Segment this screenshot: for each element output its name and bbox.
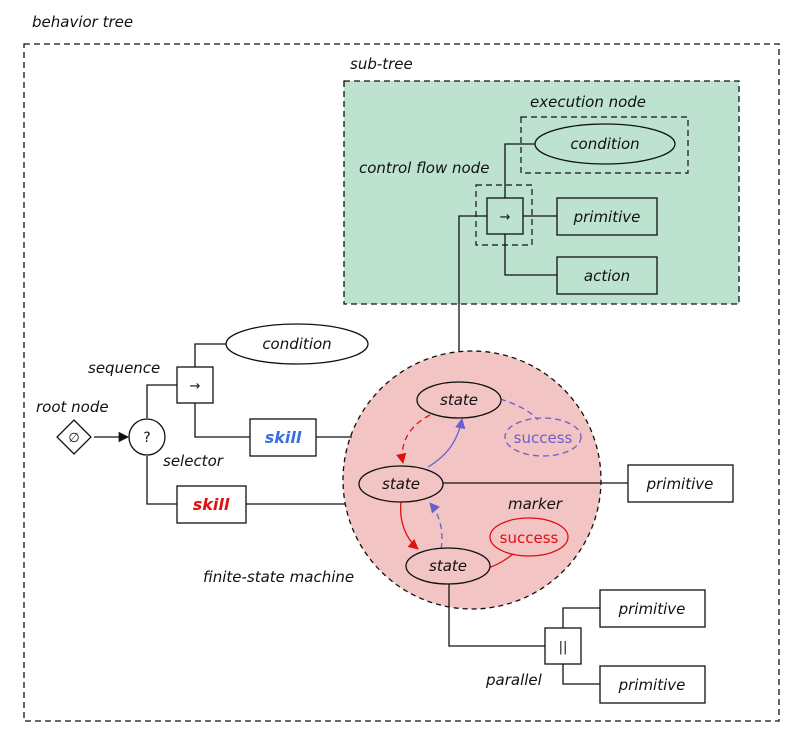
selector-label: selector xyxy=(163,452,224,470)
skill-red-label: skill xyxy=(193,495,230,514)
skill-blue-node xyxy=(249,418,317,457)
transition-bottom-to-mid xyxy=(429,502,443,550)
primitive-parallel-top-node xyxy=(599,589,706,628)
transition-mid-to-bottom xyxy=(399,501,419,550)
success-red-marker xyxy=(489,517,569,557)
execution-node-label: execution node xyxy=(530,93,646,111)
subtree-action-label: action xyxy=(584,267,630,285)
primitive-right-label: primitive xyxy=(646,475,714,493)
selector-symbol: ? xyxy=(143,430,150,446)
transition-top-to-mid xyxy=(396,414,431,465)
subtree-action-node xyxy=(556,256,658,295)
sub-tree-label: sub-tree xyxy=(350,55,413,73)
root-node-label: root node xyxy=(36,398,109,416)
skill-red-node xyxy=(176,485,247,524)
success-red-label: success xyxy=(500,529,559,547)
parallel-node xyxy=(544,627,582,665)
control-flow-node-frame xyxy=(475,184,533,246)
sequence-symbol: → xyxy=(190,379,201,394)
subtree-primitive-label: primitive xyxy=(573,208,641,226)
marker-label: marker xyxy=(508,495,563,513)
subtree-condition-node xyxy=(534,123,676,165)
subtree-condition-label: condition xyxy=(570,135,639,153)
behavior-tree-label: behavior tree xyxy=(32,13,133,31)
root-node xyxy=(56,419,92,455)
state-bottom-node xyxy=(405,547,491,585)
success-blue-label: success xyxy=(514,429,573,447)
control-flow-node-label: control flow node xyxy=(359,159,489,177)
subtree-sequence-symbol: → xyxy=(500,210,511,225)
root-node-symbol: ∅ xyxy=(68,431,79,446)
primitive-right-node xyxy=(627,464,734,503)
behavior-tree-frame xyxy=(23,43,780,722)
sequence-node xyxy=(176,366,214,404)
state-mid-node xyxy=(358,465,444,503)
subtree-primitive-node xyxy=(556,197,658,236)
state-top-node xyxy=(416,381,502,419)
subtree-sequence-node xyxy=(486,197,524,235)
selector-node xyxy=(128,418,166,456)
parallel-symbol: || xyxy=(559,640,568,655)
sequence-label: sequence xyxy=(88,359,160,377)
parallel-label: parallel xyxy=(485,671,543,689)
state-bottom-label: state xyxy=(429,557,467,575)
sub-tree-region xyxy=(343,80,740,305)
condition-node xyxy=(225,323,369,365)
primitive-parallel-bottom-node xyxy=(599,665,706,704)
primitive-parallel-top-label: primitive xyxy=(618,600,686,618)
state-top-label: state xyxy=(440,391,478,409)
transition-mid-to-top xyxy=(427,417,466,468)
success-blue-marker xyxy=(504,417,582,457)
primitive-parallel-bottom-label: primitive xyxy=(618,676,686,694)
execution-node-frame xyxy=(520,116,689,174)
fsm-label: finite-state machine xyxy=(203,568,354,586)
state-mid-label: state xyxy=(382,475,420,493)
skill-blue-label: skill xyxy=(265,428,302,447)
condition-label: condition xyxy=(262,335,331,353)
